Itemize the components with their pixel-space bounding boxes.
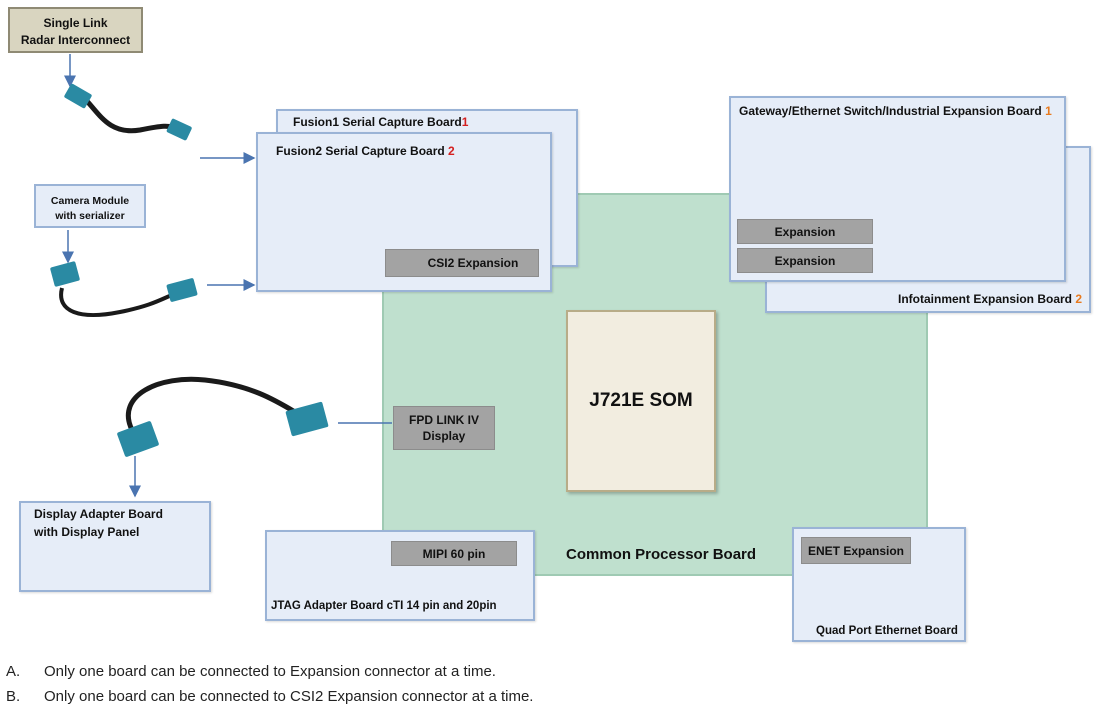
note-a-letter: A. <box>6 663 21 680</box>
infotainment-label-text: Infotainment Expansion Board <box>898 292 1073 306</box>
display-adapter-line1: Display Adapter Board <box>34 507 163 521</box>
radar-cable <box>84 98 182 134</box>
radar-connector-right-icon <box>166 118 192 141</box>
note-b-letter: B. <box>6 688 21 705</box>
display-connector-right-icon <box>285 401 329 437</box>
display-adapter-line2: with Display Panel <box>34 525 140 539</box>
fpd-link-display-connector: FPD LINK IV Display <box>393 406 495 450</box>
infotainment-label: Infotainment Expansion Board 2 <box>898 292 1082 306</box>
jtag-label: JTAG Adapter Board cTI 14 pin and 20pin <box>271 600 497 612</box>
fusion1-label-text: Fusion1 Serial Capture Board <box>293 115 462 129</box>
radar-line2: Radar Interconnect <box>20 33 131 47</box>
fusion1-label: Fusion1 Serial Capture Board1 <box>293 115 468 129</box>
fusion2-label: Fusion2 Serial Capture Board 2 <box>276 144 455 158</box>
display-cable <box>125 376 297 432</box>
quad-port-ethernet-label: Quad Port Ethernet Board <box>816 625 958 637</box>
note-b-text: Only one board can be connected to CSI2 … <box>44 688 534 705</box>
camera-line1: Camera Module <box>50 195 130 207</box>
enet-expansion-connector: ENET Expansion <box>801 537 911 564</box>
fusion2-label-text: Fusion2 Serial Capture Board <box>276 144 445 158</box>
gateway-number: 1 <box>1045 104 1052 118</box>
fusion2-number: 2 <box>448 144 455 158</box>
radar-line1: Single Link <box>43 16 108 30</box>
note-a-text: Only one board can be connected to Expan… <box>44 663 496 680</box>
radar-connector-left-icon <box>64 83 92 109</box>
note-a: A. Only one board can be connected to Ex… <box>6 663 706 683</box>
camera-connector-right-icon <box>166 278 198 302</box>
camera-module-box: Camera Module with serializer <box>34 184 146 228</box>
display-adapter-board <box>19 501 211 592</box>
mipi-60-pin-connector: MIPI 60 pin <box>391 541 517 566</box>
camera-connector-left-icon <box>50 261 80 287</box>
radar-interconnect-box: Single Link Radar Interconnect <box>8 7 143 53</box>
camera-cable <box>59 287 175 317</box>
display-connector-left-icon <box>117 421 159 457</box>
gateway-label: Gateway/Ethernet Switch/Industrial Expan… <box>739 104 1052 118</box>
camera-line2: with serializer <box>55 210 125 222</box>
fpd-link-line1: FPD LINK IV <box>408 413 479 427</box>
csi2-expansion-connector: CSI2 Expansion <box>385 249 539 277</box>
j721e-som: J721E SOM <box>566 310 716 492</box>
fpd-link-line2: Display <box>422 429 466 443</box>
gateway-label-text: Gateway/Ethernet Switch/Industrial Expan… <box>739 104 1042 118</box>
expansion-connector-2: Expansion <box>737 248 873 273</box>
expansion-connector-1: Expansion <box>737 219 873 244</box>
fusion1-number: 1 <box>461 115 469 129</box>
common-processor-board-label: Common Processor Board <box>566 546 757 563</box>
infotainment-number: 2 <box>1075 292 1083 306</box>
note-b: B. Only one board can be connected to CS… <box>6 688 706 708</box>
